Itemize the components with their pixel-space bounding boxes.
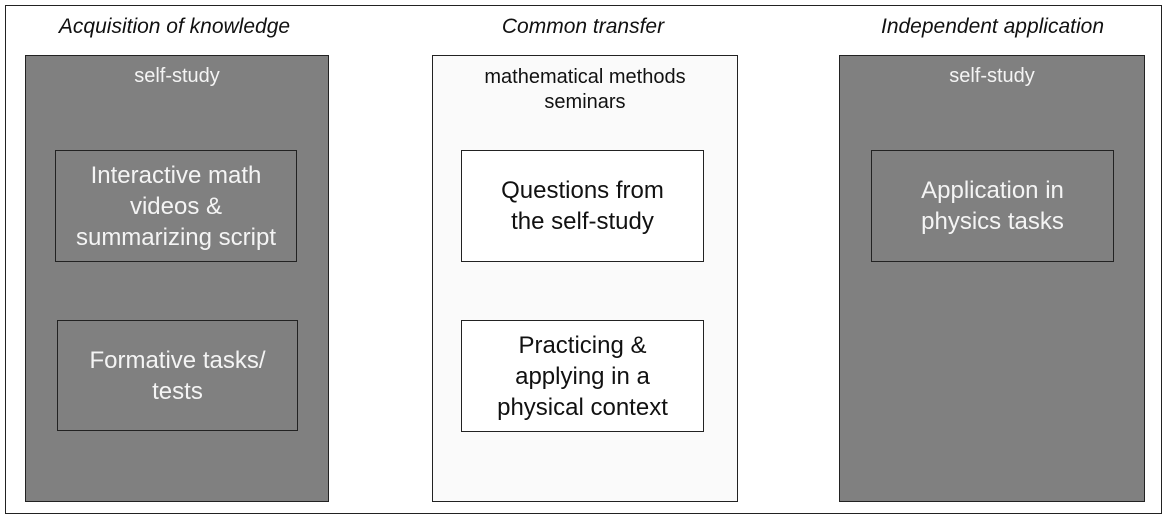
box-line: physical context <box>497 393 668 421</box>
box-practicing: Practicing & applying in a physical cont… <box>461 320 704 432</box>
box-questions: Questions from the self-study <box>461 150 704 262</box>
box-formative-tasks: Formative tasks/ tests <box>57 320 298 431</box>
box-line: videos & <box>129 192 223 220</box>
box-line: physics tasks <box>921 208 1064 235</box>
heading-common-transfer: Common transfer <box>501 15 665 38</box>
box-line: Interactive math <box>90 161 262 189</box>
column-independent: self-study Application in physics tasks <box>839 55 1145 502</box>
column-common-transfer: mathematical methods seminars Questions … <box>432 55 738 502</box>
box-line: Practicing & <box>518 331 647 359</box>
column-title: self-study <box>134 65 220 87</box>
box-line: summarizing script <box>75 223 277 251</box>
heading-acquisition: Acquisition of knowledge <box>58 15 291 38</box>
column-acquisition: self-study Interactive math videos & sum… <box>25 55 329 502</box>
heading-independent: Independent application <box>880 15 1105 38</box>
box-line: Application in <box>921 177 1064 204</box>
diagram-frame <box>5 5 1162 514</box>
box-interactive-math: Interactive math videos & summarizing sc… <box>55 150 297 262</box>
column-title-line: seminars <box>544 91 626 113</box>
column-title: mathematical methods seminars <box>433 65 737 115</box>
box-line: applying in a <box>515 362 650 390</box>
box-line: the self-study <box>511 208 654 235</box>
column-title-line: mathematical methods <box>484 66 686 88</box>
box-application-physics: Application in physics tasks <box>871 150 1114 262</box>
box-line: Formative tasks/ <box>89 346 266 374</box>
box-line: Questions from <box>501 177 664 204</box>
box-line: tests <box>152 377 203 405</box>
column-title: self-study <box>949 65 1035 87</box>
